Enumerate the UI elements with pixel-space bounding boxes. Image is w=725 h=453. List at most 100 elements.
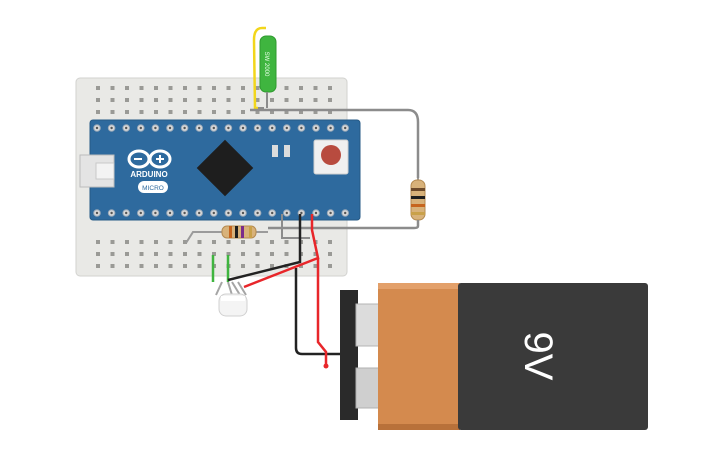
breadboard-hole (96, 110, 100, 114)
header-pin-hole (212, 211, 215, 215)
breadboard-hole (226, 252, 231, 256)
breadboard-hole (125, 264, 129, 268)
header-pin-hole (344, 126, 347, 130)
breadboard-hole (241, 110, 245, 114)
wire-positive-led[interactable] (243, 214, 320, 289)
breadboard-hole (139, 252, 144, 256)
resistor-left[interactable] (185, 225, 268, 244)
led-icon[interactable] (211, 255, 248, 317)
breadboard-hole (299, 86, 303, 90)
breadboard-hole (154, 264, 158, 268)
reed-switch-label: SW 2000 (263, 52, 269, 77)
arduino-infinity-logo-icon (127, 149, 172, 169)
wire-signal-top[interactable] (250, 108, 420, 178)
header-pin-hole (110, 211, 113, 215)
breadboard-hole (212, 86, 216, 90)
breadboard-holes (96, 86, 332, 268)
breadboard-hole (125, 252, 129, 256)
breadboard-hole (168, 110, 173, 114)
breadboard-hole (125, 98, 129, 102)
breadboard-hole (328, 86, 332, 90)
wire-positive-battery[interactable] (316, 258, 328, 366)
breadboard-hole (255, 110, 260, 114)
breadboard-hole (168, 252, 173, 256)
breadboard-hole (110, 110, 115, 114)
breadboard-hole (96, 252, 100, 256)
header-pin-hole (198, 126, 201, 130)
header-pin-hole (329, 126, 332, 130)
breadboard-hole (226, 240, 231, 244)
reset-button-icon[interactable] (313, 139, 349, 175)
header-pin-hole (154, 126, 157, 130)
breadboard-hole (313, 264, 318, 268)
breadboard-hole (226, 110, 231, 114)
header-pin-hole (300, 211, 303, 215)
wire-negative-battery[interactable] (294, 268, 344, 356)
breadboard-hole (328, 98, 332, 102)
resistor-right[interactable] (268, 178, 426, 230)
breadboard-hole (284, 86, 289, 90)
breadboard-hole (96, 264, 100, 268)
breadboard-hole (241, 252, 245, 256)
breadboard-hole (110, 252, 115, 256)
breadboard-hole (226, 86, 231, 90)
breadboard-hole (241, 264, 245, 268)
breadboard-hole (313, 98, 318, 102)
breadboard-hole (168, 240, 173, 244)
header-pin-hole (256, 211, 259, 215)
breadboard-hole (168, 86, 173, 90)
microcontroller-chip (196, 139, 254, 197)
arduino-brand-label: ARDUINO (130, 170, 167, 179)
breadboard-hole (139, 98, 144, 102)
reed-switch[interactable]: SW 2000 (252, 26, 277, 110)
header-pin-hole (139, 126, 142, 130)
breadboard-hole (255, 98, 260, 102)
breadboard-hole (154, 86, 158, 90)
breadboard-hole (154, 98, 158, 102)
breadboard-hole (183, 240, 187, 244)
battery-9v[interactable]: 9V (340, 283, 648, 430)
breadboard-hole (110, 240, 115, 244)
breadboard-hole (197, 98, 202, 102)
breadboard-hole (139, 240, 144, 244)
smd-component (284, 145, 290, 157)
header-pin-hole (227, 211, 230, 215)
arduino-micro-board[interactable]: ARDUINO MICRO (79, 119, 361, 221)
breadboard-hole (197, 240, 202, 244)
header-pin-hole (125, 126, 128, 130)
breadboard-hole (328, 264, 332, 268)
header-pin-hole (168, 126, 172, 130)
header-pin-hole (314, 211, 318, 215)
breadboard-hole (197, 110, 202, 114)
breadboard-hole (255, 264, 260, 268)
battery-voltage-label: 9V (516, 332, 560, 381)
header-pin-hole (344, 211, 347, 215)
breadboard-hole (313, 86, 318, 90)
breadboard-hole (212, 110, 216, 114)
wire-negative-led[interactable] (227, 214, 302, 282)
header-pin-hole (271, 126, 274, 130)
header-pin-hole (256, 126, 259, 130)
breadboard-hole (110, 86, 115, 90)
breadboard-hole (313, 252, 318, 256)
breadboard-hole (183, 264, 187, 268)
breadboard-hole (197, 264, 202, 268)
header-pin-hole (139, 211, 142, 215)
breadboard-hole (299, 110, 303, 114)
header-pin-hole (198, 211, 201, 215)
breadboard-hole (212, 252, 216, 256)
header-pin-hole (168, 211, 172, 215)
header-pin-hole (212, 126, 215, 130)
header-pin-hole (95, 211, 99, 215)
breadboard-hole (284, 98, 289, 102)
breadboard-hole (241, 86, 245, 90)
breadboard-hole (241, 98, 245, 102)
breadboard-hole (255, 240, 260, 244)
breadboard-hole (299, 98, 303, 102)
breadboard-hole (284, 240, 289, 244)
breadboard-hole (270, 264, 274, 268)
breadboard-hole (183, 252, 187, 256)
breadboard-hole (139, 110, 144, 114)
breadboard-hole (96, 98, 100, 102)
